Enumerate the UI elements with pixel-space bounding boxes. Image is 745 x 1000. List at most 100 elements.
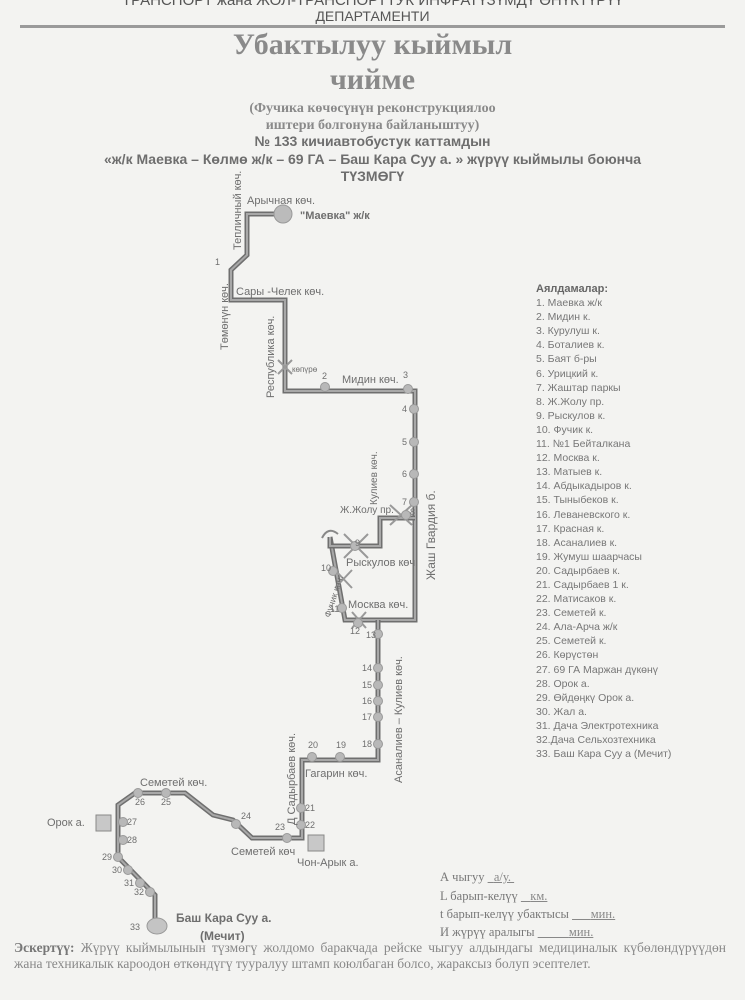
legend-item: 4. Боталиев к. <box>536 339 605 352</box>
stop-label-11: 11 <box>330 604 339 614</box>
legend-item: 18. Асаналиев к. <box>536 536 618 549</box>
page-title-line1: Убактылуу кыймыл <box>232 28 513 61</box>
stop-label-5: 5 <box>402 437 407 447</box>
subtitle-line2: иштери болгонуна байланыштуу) <box>265 118 480 133</box>
legend-item: 14. Абдыкадыров к. <box>536 480 632 493</box>
stop-label-17: 17 <box>362 712 372 722</box>
stop-marker-16 <box>373 696 383 706</box>
info-interval: И жүрүү аралыгы мин. <box>440 925 593 940</box>
info-label: t барып-келүү убактысы <box>440 907 569 921</box>
stop-label-25: 25 <box>161 797 171 807</box>
stop-label-15: 15 <box>362 680 372 690</box>
street-label: Гагарин көч. <box>305 768 367 780</box>
street-label: Республика көч. <box>265 316 277 398</box>
stop-label-30: 30 <box>112 865 122 875</box>
route-line <box>329 517 415 547</box>
stop-marker-6 <box>409 469 419 479</box>
stop-label-21: 21 <box>305 803 315 813</box>
legend-item: 32.Дача Сельхозтехника <box>536 734 656 746</box>
stop-marker-19 <box>335 752 345 762</box>
stop-label-8: 8 <box>410 507 415 517</box>
stop-label-3: 3 <box>403 370 408 380</box>
info-departure: А чыгуу а/у. <box>440 870 514 885</box>
stop-marker-25 <box>161 788 171 798</box>
stop-label-20: 20 <box>308 740 318 750</box>
info-length: L барып-келүү км. <box>440 889 547 904</box>
legend-item: 8. Ж.Жолу пр. <box>536 395 605 408</box>
stop-label-28: 28 <box>127 835 137 845</box>
terminus-label-mosque: (Мечит) <box>200 929 245 943</box>
legend-item: 21. Садырбаев 1 к. <box>536 578 629 591</box>
street-label: Москва көч. <box>348 599 408 611</box>
legend-item: 16. Леваневского к. <box>536 508 631 521</box>
orok-square <box>95 814 112 832</box>
header-rule <box>20 25 725 28</box>
note-paragraph: Эскертүү: Жүрүү кыймылынын түзмөгү жолдо… <box>14 940 726 972</box>
stop-label-23: 23 <box>275 822 285 832</box>
route-name: «ж/к Маевка – Көлмө ж/к – 69 ГА – Баш Ка… <box>103 151 642 167</box>
stop-marker-13 <box>373 629 383 639</box>
stop-label-4: 4 <box>402 404 407 414</box>
legend-item: 22. Матисаков к. <box>536 593 617 606</box>
stop-label-12: 12 <box>350 626 360 636</box>
info-value: мин. <box>568 925 594 939</box>
terminus-maevka <box>273 204 293 224</box>
stop-marker-23 <box>282 833 292 843</box>
stop-marker-3 <box>403 384 413 394</box>
terminus-bash-kara-suu <box>146 917 168 935</box>
stop-label-6: 6 <box>402 469 407 479</box>
street-label: Асаналиев – Кулиев көч. <box>393 656 405 783</box>
stop-marker-32 <box>145 887 155 897</box>
subtitle-line1: (Фучика көчөсүнүн реконструкциялоо <box>249 101 496 116</box>
legend-item: 20. Садырбаев к. <box>536 564 621 577</box>
legend-item: 6. Урицкий к. <box>536 367 599 380</box>
legend-item: 1. Маевка ж/к <box>536 297 602 310</box>
stop-label-22: 22 <box>305 820 315 830</box>
info-value: км. <box>530 889 548 903</box>
page-title-line2: чийме <box>329 63 416 96</box>
stop-marker-26 <box>133 788 143 798</box>
street-label: Жаш Гвардия б. <box>424 490 438 580</box>
stop-marker-8 <box>401 510 411 520</box>
legend-item: 19. Жумуш шаарчасы <box>536 550 642 563</box>
stop-label-2: 2 <box>322 371 327 381</box>
stop-label-33: 33 <box>130 922 140 932</box>
legend-item: 11. №1 Бейталкана <box>536 438 631 451</box>
chon-aryk-square <box>307 834 325 852</box>
legend-heading: Аялдамалар: <box>536 283 609 295</box>
info-value: а/у. <box>493 870 511 884</box>
bridge-label: көпүрө <box>292 365 318 374</box>
stop-marker-30 <box>123 865 133 875</box>
street-label: Рыскулов көч. <box>346 557 418 569</box>
legend-item: 26. Көрүстөн <box>536 649 599 662</box>
stop-label-1: 1 <box>215 257 220 267</box>
street-label: Төмөнүн көч. <box>219 283 231 350</box>
legend-item: 29. Өйдөңкү Орок а. <box>536 691 635 704</box>
stop-label-10: 10 <box>321 563 331 573</box>
info-time: t барып-келүү убактысы мин. <box>440 907 615 922</box>
stop-marker-5 <box>409 437 419 447</box>
info-label: И жүрүү аралыгы <box>440 925 535 939</box>
stop-marker-7 <box>409 497 419 507</box>
stop-marker-20 <box>307 752 317 762</box>
legend-item: 17. Красная к. <box>536 522 605 535</box>
info-label: А чыгуу <box>440 870 485 884</box>
stop-label-13: 13 <box>366 630 376 640</box>
stop-marker-2 <box>320 382 330 392</box>
stop-marker-28 <box>118 835 128 845</box>
street-label: Сары -Челек көч. <box>236 286 324 298</box>
street-label: Ж.Жолу пр. <box>340 505 394 516</box>
note-label: Эскертүү: <box>14 940 75 955</box>
closed-cross-icon <box>334 569 353 589</box>
stop-marker-22 <box>296 820 306 830</box>
stop-marker-31 <box>135 878 145 888</box>
legend-item: 24. Ала-Арча ж/к <box>536 621 618 634</box>
ministry-line: ТРАНСПОРТ жана ЖОЛ-ТРАНСПОРТТУК ИНФРАТҮЗ… <box>121 0 624 9</box>
street-label: Арычная көч. <box>247 195 315 207</box>
legend-item: 33. Баш Кара Суу а (Мечит) <box>536 748 672 761</box>
street-label: Тепличный көч. <box>232 171 244 250</box>
place-label-orok: Орок а. <box>47 817 85 829</box>
legend-item: 9. Рыскулов к. <box>536 409 606 422</box>
stop-marker-14 <box>373 663 383 673</box>
